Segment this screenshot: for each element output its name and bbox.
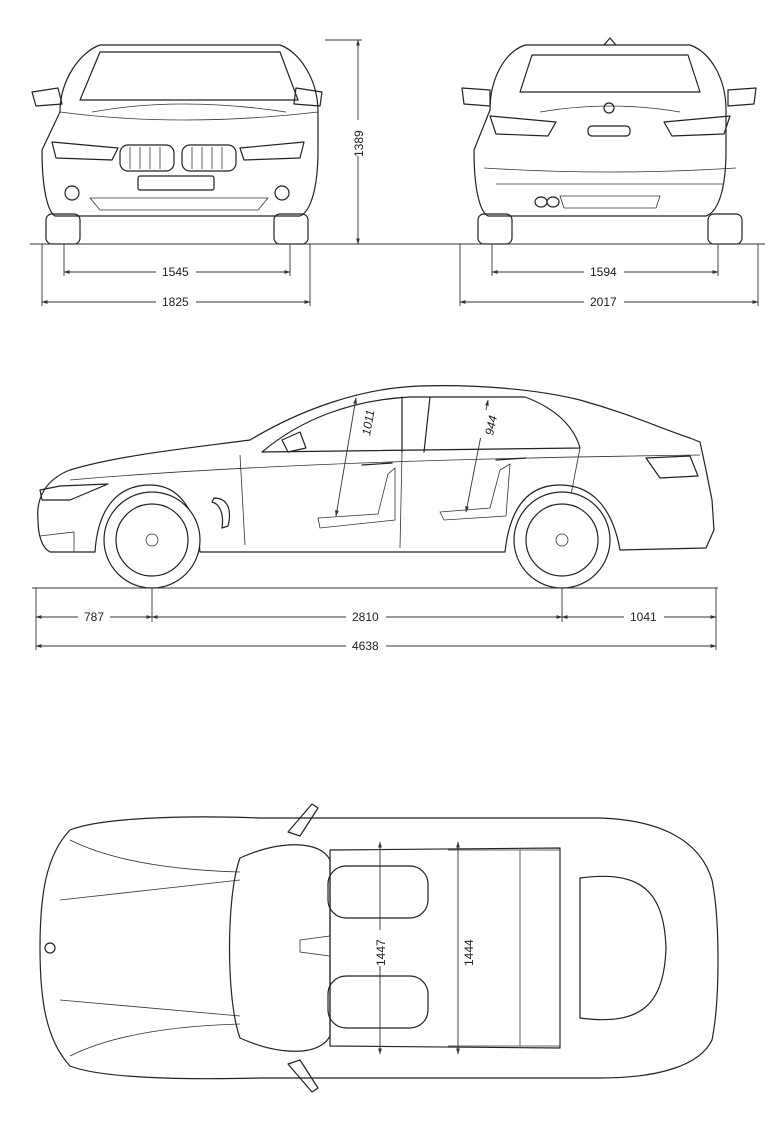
length-label: 4638 — [352, 639, 379, 653]
rear-overhang-label: 1041 — [630, 610, 657, 624]
front-shoulder-label: 1447 — [374, 939, 388, 966]
side-view: 1011 944 — [37, 385, 715, 589]
front-headroom-label: 1011 — [359, 409, 377, 437]
front-wheel — [103, 491, 201, 589]
front-overhang-label: 787 — [84, 610, 104, 624]
rear-track-label: 1594 — [590, 265, 617, 279]
rear-width-label: 2017 — [590, 295, 617, 309]
front-view — [31, 44, 323, 245]
height-label: 1389 — [352, 130, 366, 157]
rear-shoulder-label: 1444 — [462, 939, 476, 966]
rear-wheel — [513, 491, 611, 589]
rear-view — [461, 37, 757, 245]
front-width-label: 1825 — [162, 295, 189, 309]
wheelbase-label: 2810 — [352, 610, 379, 624]
front-rear-dimensions: 1389 1545 1825 1594 2017 — [41, 39, 759, 310]
top-view: 1447 1444 — [39, 803, 719, 1093]
front-track-label: 1545 — [162, 265, 189, 279]
side-dimensions: 787 2810 1041 4638 — [35, 588, 717, 654]
rear-headroom-label: 944 — [482, 414, 500, 437]
